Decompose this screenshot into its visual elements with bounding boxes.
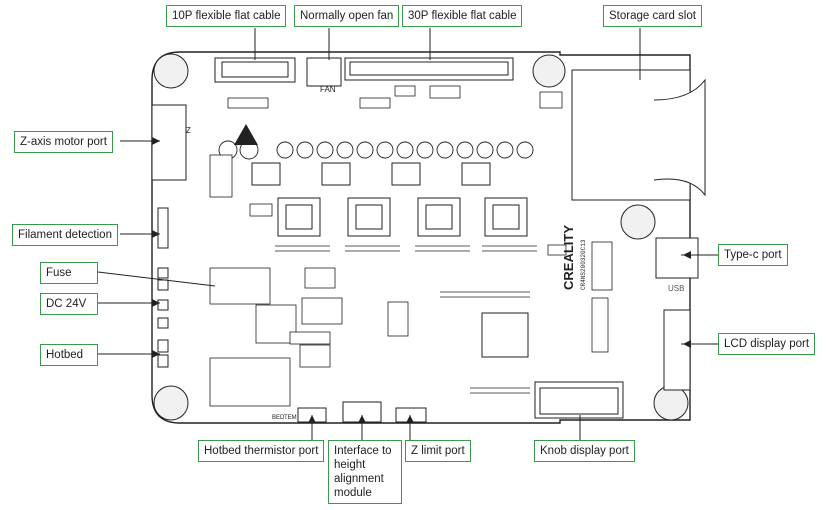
callout-hotbed-thermistor-port: Hotbed thermistor port [198,440,325,462]
sd-card-slot [571,69,706,201]
right-connectors [655,237,699,391]
top-connectors [214,57,514,87]
bed-silk-label: BED [272,415,285,421]
callout-fan: Normally open fan [294,5,400,27]
callout-filament-detection: Filament detection [12,224,118,246]
leader-arrowheads [152,137,691,423]
tem-silk-label: TEM [284,415,297,421]
callout-lcd-display-port: LCD display port [718,333,816,355]
z-silk-label: Z [186,126,191,135]
fan-silk-label: FAN [320,85,336,94]
callout-30p-flat-cable: 30P flexible flat cable [402,5,523,27]
callout-storage-card-slot: Storage card slot [603,5,702,27]
callout-dc-24v: DC 24V [40,293,98,315]
callout-10p-flat-cable: 10P flexible flat cable [166,5,287,27]
callout-z-axis-motor-port: Z-axis motor port [14,131,113,153]
brand-logo: CREALITY [561,225,576,290]
board-model: CR4NS200320C13 [580,239,587,290]
callout-hotbed: Hotbed [40,344,98,366]
callout-knob-display-port: Knob display port [534,440,635,462]
stepper-drivers [251,162,528,237]
capacitors [218,140,534,160]
mcu-chip [481,312,529,358]
small-components [209,85,613,407]
callout-z-limit-port: Z limit port [405,440,471,462]
bottom-connectors [297,381,624,423]
callout-fuse: Fuse [40,262,98,284]
callout-type-c-port: Type-c port [718,244,788,266]
resistor-arrays [275,245,537,394]
usb-silk-label: USB [668,284,684,293]
callout-height-alignment-module: Interface to height alignment module [328,440,402,504]
esd-warning-icon [234,124,258,145]
left-connectors [151,104,187,368]
